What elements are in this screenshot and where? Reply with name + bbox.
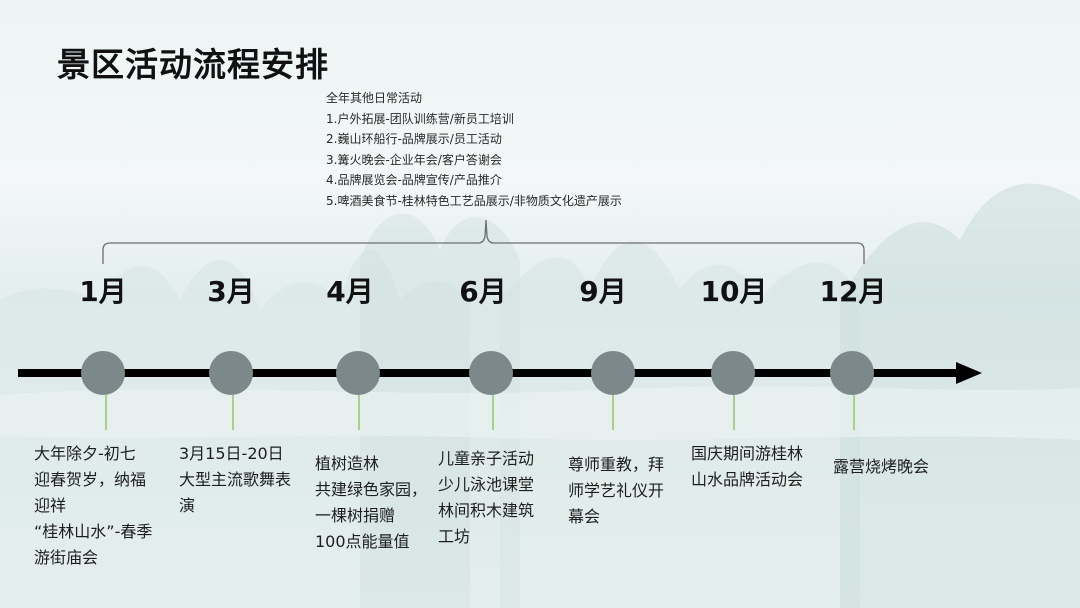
connector-line	[612, 395, 614, 430]
connector-line	[853, 395, 855, 430]
timeline-node-sep	[591, 351, 635, 395]
connector-line	[232, 395, 234, 430]
month-label-sep: 9月	[579, 275, 627, 308]
event-description-jan: 大年除夕-初七 迎春贺岁，纳福 迎祥 “桂林山水”-春季 游街庙会	[34, 444, 153, 567]
timeline-node-oct	[711, 351, 755, 395]
timeline-node-jun	[469, 351, 513, 395]
connector-line	[492, 395, 494, 430]
event-description-dec: 露营烧烤晚会	[833, 457, 930, 476]
annual-activity-item: 2.巍山环船行-品牌展示/员工活动	[326, 132, 502, 147]
event-description-oct: 国庆期间游桂林 山水品牌活动会	[691, 444, 804, 489]
page-title: 景区活动流程安排	[57, 45, 329, 84]
event-description-apr: 植树造林 共建绿色家园， 一棵树捐赠 100点能量值	[315, 454, 428, 551]
event-description-jun: 儿童亲子活动 少儿泳池课堂 林间积木建筑 工坊	[438, 449, 535, 546]
month-label-oct: 10月	[700, 275, 768, 308]
timeline-node-jan	[81, 351, 125, 395]
month-label-jun: 6月	[459, 275, 507, 308]
annual-activities-heading: 全年其他日常活动	[326, 91, 423, 105]
annual-activity-item: 3.篝火晚会-企业年会/客户答谢会	[326, 152, 502, 167]
annual-activity-item: 4.品牌展览会-品牌宣传/产品推介	[326, 173, 502, 188]
timeline-node-apr	[336, 351, 380, 395]
annual-activity-item: 1.户外拓展-团队训练营/新员工培训	[326, 111, 514, 126]
annual-activity-item: 5.啤酒美食节-桂林特色工艺品展示/非物质文化遗产展示	[326, 193, 622, 208]
annual-activities-list: 全年其他日常活动 1.户外拓展-团队训练营/新员工培训 2.巍山环船行-品牌展示…	[326, 88, 622, 212]
event-description-mar: 3月15日-20日 大型主流歌舞表 演	[179, 444, 292, 515]
month-label-apr: 4月	[326, 275, 374, 308]
timeline-node-mar	[209, 351, 253, 395]
event-description-sep: 尊师重教，拜 师学艺礼仪开 幕会	[568, 455, 665, 526]
connector-line	[358, 395, 360, 430]
timeline-node-dec	[830, 351, 874, 395]
month-label-dec: 12月	[819, 275, 887, 308]
month-label-jan: 1月	[79, 275, 127, 308]
connector-line	[105, 395, 107, 430]
month-label-mar: 3月	[207, 275, 255, 308]
connector-line	[733, 395, 735, 430]
